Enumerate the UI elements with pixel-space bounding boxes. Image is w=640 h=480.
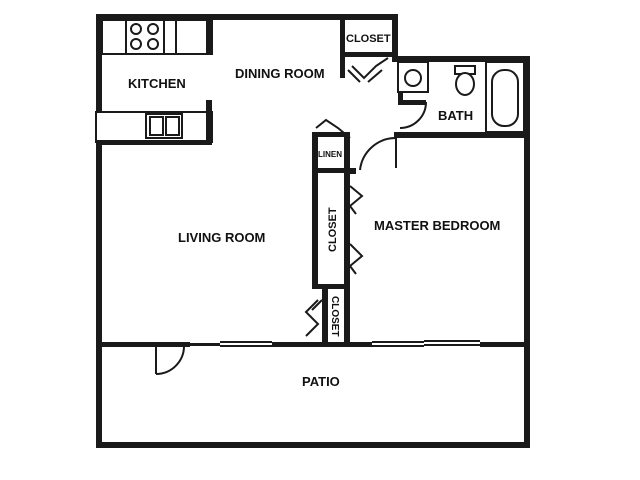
label-living-room: LIVING ROOM	[178, 230, 265, 245]
label-patio: PATIO	[302, 374, 340, 389]
label-master-bedroom: MASTER BEDROOM	[374, 218, 500, 233]
bath-walls	[394, 60, 530, 138]
label-kitchen: KITCHEN	[128, 76, 186, 91]
closet-top-walls	[340, 14, 398, 83]
hall-closet-walls	[304, 118, 397, 342]
outer-walls	[96, 14, 530, 448]
kitchen-cabinets	[95, 19, 213, 145]
label-closet-top: CLOSET	[346, 33, 391, 45]
label-bath: BATH	[438, 108, 473, 123]
patio-door-swing	[155, 345, 185, 375]
label-linen: LINEN	[318, 150, 342, 159]
label-closet-middle: CLOSET	[327, 207, 339, 252]
room-labels: KITCHEN DINING ROOM CLOSET BATH LINEN MA…	[128, 33, 500, 389]
label-closet-bottom: CLOSET	[329, 296, 340, 337]
label-dining-room: DINING ROOM	[235, 66, 325, 81]
patio-wall	[96, 340, 530, 347]
